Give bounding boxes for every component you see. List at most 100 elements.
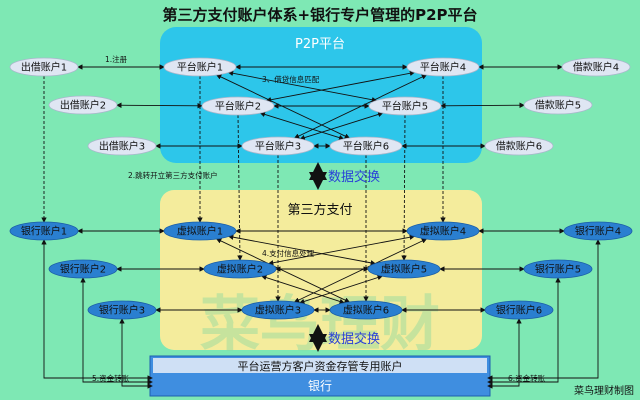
lender-account-oval bbox=[87, 136, 157, 156]
flow-arrow bbox=[440, 102, 525, 109]
step-label-s6: 6.资金转账 bbox=[508, 373, 546, 383]
bank-account-oval bbox=[9, 221, 79, 241]
bank-account-label: 银行账户6 bbox=[496, 304, 542, 317]
borrower-account-label: 借款账户6 bbox=[496, 140, 542, 153]
bank-account-label: 银行账户3 bbox=[99, 304, 145, 317]
borrower-account-label: 借款账户5 bbox=[535, 99, 581, 112]
step-label-s5: 5.资金转账 bbox=[92, 373, 130, 383]
transfer-line bbox=[80, 277, 153, 385]
virtual-account-oval bbox=[367, 259, 441, 279]
platform-account-label: 平台账户3 bbox=[255, 140, 301, 153]
bank-account[interactable]: 银行账户4 bbox=[563, 221, 633, 241]
virtual-account-oval bbox=[329, 300, 403, 320]
platform-account[interactable]: 平台账户1 bbox=[163, 57, 237, 77]
borrower-account-oval bbox=[561, 57, 631, 77]
diagram-title: 第三方支付账户体系+银行专户管理的P2P平台 bbox=[162, 6, 478, 24]
data-exchange: 数据交换 bbox=[309, 162, 380, 190]
third-party-zone-label: 第三方支付 bbox=[287, 202, 352, 218]
virtual-account[interactable]: 虚拟账户5 bbox=[367, 259, 441, 279]
bank-account[interactable]: 银行账户6 bbox=[484, 300, 554, 320]
platform-account-oval bbox=[201, 96, 275, 116]
virtual-account-label: 虚拟账户5 bbox=[381, 263, 427, 276]
virtual-account-label: 虚拟账户1 bbox=[177, 225, 223, 238]
mapping-arrow bbox=[401, 114, 407, 261]
virtual-account[interactable]: 虚拟账户6 bbox=[329, 300, 403, 320]
exchange-label: 数据交换 bbox=[328, 169, 380, 185]
lender-account[interactable]: 出借账户1 bbox=[9, 57, 79, 77]
bank-account-oval bbox=[484, 300, 554, 320]
lender-account-label: 出借账户2 bbox=[60, 99, 106, 112]
bank-account-oval bbox=[563, 221, 633, 241]
credit-label: 菜鸟理财制图 bbox=[574, 386, 634, 397]
custody-account-bar bbox=[153, 358, 487, 373]
platform-account-label: 平台账户4 bbox=[420, 61, 466, 74]
step-label-s3: 3、借贷信息匹配 bbox=[262, 74, 320, 84]
virtual-account-oval bbox=[406, 221, 480, 241]
borrower-account-oval bbox=[523, 95, 593, 115]
bank-account-label: 银行账户2 bbox=[60, 263, 106, 276]
borrower-account[interactable]: 借款账户5 bbox=[523, 95, 593, 115]
virtual-account-oval bbox=[241, 300, 315, 320]
mapping-arrow bbox=[237, 114, 243, 261]
virtual-account-oval bbox=[203, 259, 277, 279]
virtual-account[interactable]: 虚拟账户3 bbox=[241, 300, 315, 320]
lender-account[interactable]: 出借账户2 bbox=[48, 95, 118, 115]
platform-account-label: 平台账户2 bbox=[215, 100, 261, 113]
flow-arrow bbox=[116, 102, 203, 109]
p2p-zone-label: P2P平台 bbox=[295, 37, 345, 52]
bank-account-oval bbox=[48, 259, 118, 279]
bank-account-label: 银行账户4 bbox=[575, 225, 621, 238]
watermark: 菜鸟理财 bbox=[200, 290, 440, 360]
platform-account[interactable]: 平台账户2 bbox=[201, 96, 275, 116]
lender-account[interactable]: 出借账户3 bbox=[87, 136, 157, 156]
step-label-s4: 4.支付信息处理 bbox=[262, 248, 315, 258]
transfer-line bbox=[119, 318, 153, 389]
platform-account[interactable]: 平台账户3 bbox=[241, 136, 315, 156]
virtual-account[interactable]: 虚拟账户4 bbox=[406, 221, 480, 241]
lender-account-oval bbox=[9, 57, 79, 77]
transfer-line bbox=[487, 277, 561, 385]
bank-account[interactable]: 银行账户1 bbox=[9, 221, 79, 241]
step-label-s1: 1.注册 bbox=[105, 54, 128, 64]
bank-account[interactable]: 银行账户5 bbox=[523, 259, 593, 279]
platform-account[interactable]: 平台账户4 bbox=[406, 57, 480, 77]
virtual-account-label: 虚拟账户6 bbox=[343, 304, 389, 317]
bank-account-label: 银行账户5 bbox=[535, 263, 581, 276]
flow-arrow bbox=[299, 274, 383, 305]
custody-account-label: 平台运营方客户资金存管专用账户 bbox=[238, 359, 403, 373]
borrower-account[interactable]: 借款账户6 bbox=[484, 136, 554, 156]
platform-account-label: 平台账户5 bbox=[382, 100, 428, 113]
bank-account-label: 银行账户1 bbox=[21, 225, 67, 238]
virtual-account-label: 虚拟账户4 bbox=[420, 225, 466, 238]
lender-account-oval bbox=[48, 95, 118, 115]
platform-account-label: 平台账户1 bbox=[177, 61, 223, 74]
flow-arrow bbox=[299, 111, 384, 141]
platform-account-oval bbox=[368, 96, 442, 116]
platform-account-oval bbox=[163, 57, 237, 77]
exchange-label: 数据交换 bbox=[328, 331, 380, 347]
borrower-account-oval bbox=[484, 136, 554, 156]
platform-account-oval bbox=[406, 57, 480, 77]
platform-account[interactable]: 平台账户5 bbox=[368, 96, 442, 116]
bank-label: 银行 bbox=[308, 379, 332, 393]
bank-account[interactable]: 银行账户3 bbox=[87, 300, 157, 320]
virtual-account-oval bbox=[163, 221, 237, 241]
virtual-account[interactable]: 虚拟账户1 bbox=[163, 221, 237, 241]
platform-account-oval bbox=[241, 136, 315, 156]
virtual-account-label: 虚拟账户3 bbox=[255, 304, 301, 317]
lender-account-label: 出借账户1 bbox=[21, 61, 67, 74]
borrower-account[interactable]: 借款账户4 bbox=[561, 57, 631, 77]
bank-account-oval bbox=[87, 300, 157, 320]
lender-account-label: 出借账户3 bbox=[99, 140, 145, 153]
borrower-account-label: 借款账户4 bbox=[573, 61, 619, 74]
step-label-s2: 2.跳转开立第三方支付账户 bbox=[128, 170, 218, 180]
platform-account-label: 平台账户6 bbox=[343, 140, 389, 153]
platform-account-oval bbox=[329, 136, 403, 156]
bank-account[interactable]: 银行账户2 bbox=[48, 259, 118, 279]
bank-account-oval bbox=[523, 259, 593, 279]
virtual-account[interactable]: 虚拟账户2 bbox=[203, 259, 277, 279]
transfer-line bbox=[487, 318, 522, 389]
platform-account[interactable]: 平台账户6 bbox=[329, 136, 403, 156]
virtual-account-label: 虚拟账户2 bbox=[217, 263, 263, 276]
